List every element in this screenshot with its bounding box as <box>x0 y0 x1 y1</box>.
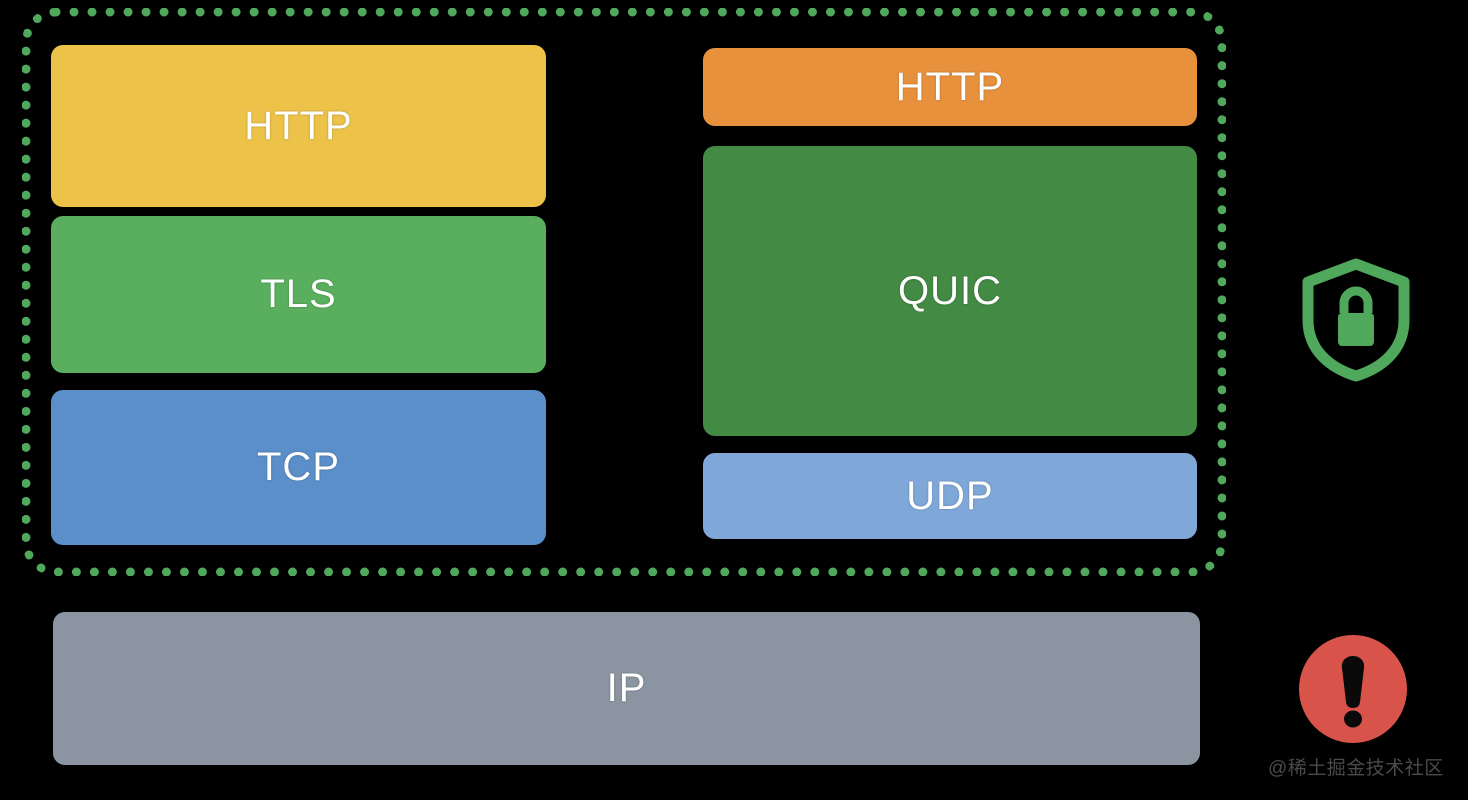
layer-box-udp[interactable]: UDP <box>703 453 1197 539</box>
layer-box-tcp[interactable]: TCP <box>51 390 546 545</box>
watermark-text: @稀土掘金技术社区 <box>1268 758 1444 779</box>
layer-box-ip[interactable]: IP <box>53 612 1200 765</box>
layer-box-tls[interactable]: TLS <box>51 216 546 373</box>
shield-lock-icon <box>1300 258 1412 382</box>
warning-exclamation-icon <box>1298 634 1408 744</box>
layer-box-quic[interactable]: QUIC <box>703 146 1197 436</box>
layer-box-http-left[interactable]: HTTP <box>51 45 546 207</box>
encrypted-region-boundary <box>22 8 1226 576</box>
layer-box-http-right[interactable]: HTTP <box>703 48 1197 126</box>
